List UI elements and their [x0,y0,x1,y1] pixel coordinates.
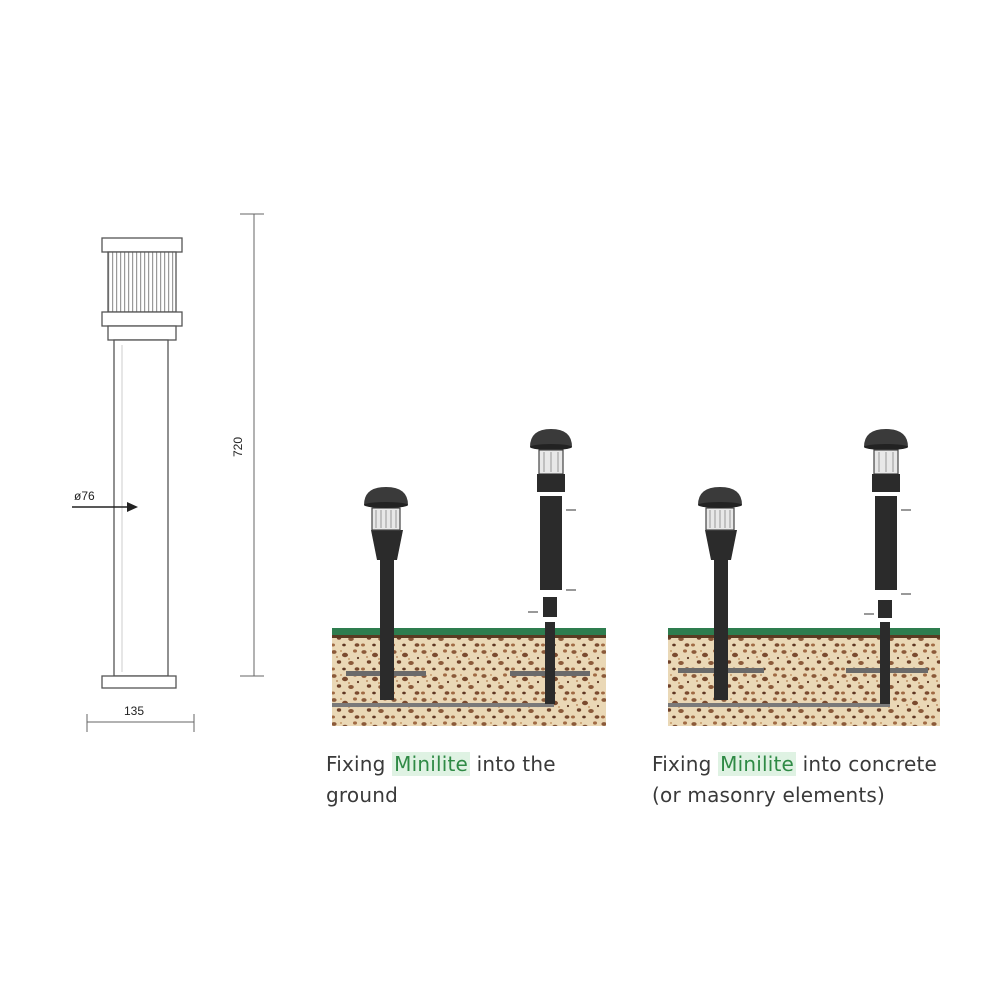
bollard-collar-upper [101,311,183,327]
bollard-collar-lower [107,325,177,341]
buried-cable [332,703,554,707]
concrete-installation-scene [668,429,940,726]
caption-concrete-line1: Fixing Minilite into concrete [652,752,938,776]
width-dimension [86,714,195,732]
bollard-pole [113,339,169,677]
caption-ground-line2: ground [326,783,398,807]
ground-soil [332,633,606,726]
concrete-lamp-left [698,487,742,700]
caption-ground: Fixing Minilite into the ground [326,749,626,811]
caption-concrete-line2: (or masonry elements) [652,783,885,807]
concrete-grass [668,628,940,635]
caption-concrete: Fixing Minilite into concrete (or masonr… [652,749,992,811]
product-name-highlight: Minilite [392,752,471,776]
diameter-label: ø76 [74,489,95,503]
diameter-arrow [72,502,138,512]
height-dimension [240,213,264,677]
ground-grass [332,628,606,635]
buried-cable-concrete [668,703,890,707]
bollard-base-plate [101,675,177,689]
ground-lamp-left [364,487,408,700]
height-label: 720 [231,436,246,458]
bollard-top-cap [101,237,183,253]
concrete-lamp-right [864,429,911,704]
bollard-technical-drawing [101,237,183,689]
bollard-diffuser [107,251,177,313]
width-label: 135 [124,704,145,718]
caption-ground-line1: Fixing Minilite into the [326,752,556,776]
concrete-soil [668,633,940,726]
ground-installation-scene [332,429,606,726]
product-name-highlight: Minilite [718,752,797,776]
ground-lamp-right [528,429,576,704]
